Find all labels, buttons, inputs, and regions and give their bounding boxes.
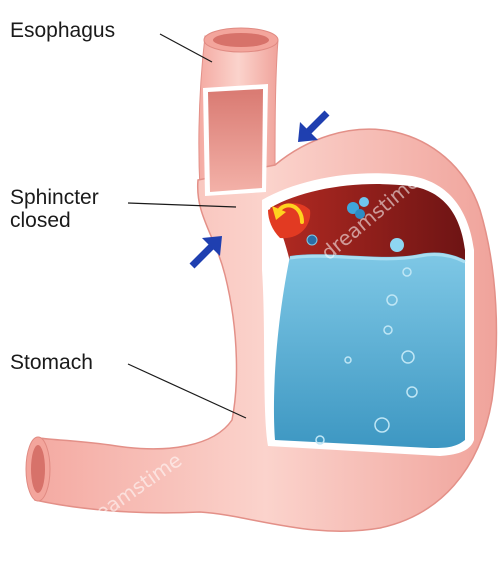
stomach-label: Stomach — [10, 351, 93, 374]
sphincter-label-line2: closed — [10, 209, 99, 232]
pressure-arrow-icon — [192, 236, 222, 266]
sphincter-label-line1: Sphincter — [10, 186, 99, 209]
sphincter-label: Sphincter closed — [10, 186, 99, 232]
esophagus-label: Esophagus — [10, 19, 115, 42]
gastric-fluid — [274, 253, 465, 448]
